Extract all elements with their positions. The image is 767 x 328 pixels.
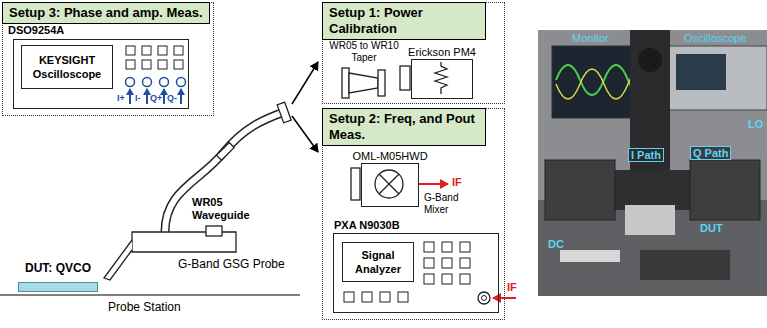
part-name: G-Band Mixer bbox=[424, 192, 474, 216]
port-name: Q- bbox=[167, 93, 177, 103]
oscilloscope-box: KEYSIGHT Oscilloscope bbox=[13, 39, 189, 109]
device-label: DUT: QVCO bbox=[25, 261, 91, 275]
instrument-name: OML-M05HWD bbox=[352, 150, 427, 162]
photo-label: Oscilloscope bbox=[684, 32, 746, 44]
part-name: WR05 to WR10 Taper bbox=[328, 40, 400, 64]
photo-label: Q Path bbox=[690, 146, 731, 160]
model-number: DSO9254A bbox=[8, 24, 64, 36]
part-name: WR05 Waveguide bbox=[192, 196, 254, 222]
instrument-screen: Signal Analyzer bbox=[342, 242, 414, 282]
part-name: Probe Station bbox=[108, 300, 181, 314]
photo-label: DC bbox=[548, 238, 564, 250]
setup-panel: Setup 1: Power CalibrationErickson PM4 bbox=[322, 2, 505, 104]
signal-name: IF bbox=[507, 281, 517, 293]
port-name: I+ bbox=[117, 93, 125, 103]
port-name: Q+ bbox=[150, 93, 162, 103]
panel-header: Setup 1: Power Calibration bbox=[322, 2, 486, 40]
instrument-name: PXA N9030B bbox=[334, 219, 400, 231]
panel-header: Setup 3: Phase and amp. Meas. bbox=[2, 2, 210, 24]
mixer-box: OML-M05HWD bbox=[361, 163, 419, 207]
photo-label: I Path bbox=[628, 148, 664, 162]
part-name: G-Band GSG Probe bbox=[178, 257, 285, 271]
instrument-screen: KEYSIGHT Oscilloscope bbox=[21, 45, 113, 89]
setup-panel: Setup 2: Freq, and Pout Meas. OML-M05HWD P… bbox=[322, 108, 505, 320]
port-name: I- bbox=[135, 93, 141, 103]
power-meter-box: Erickson PM4 bbox=[411, 59, 473, 99]
setup-panel: Setup 3: Phase and amp. Meas. KEYSIGHT Os… bbox=[2, 2, 214, 116]
signal-name: IF bbox=[452, 176, 462, 188]
photo-label: Monitor bbox=[572, 32, 609, 44]
dut-chip: DUT: QVCO bbox=[18, 282, 98, 292]
panel-header: Setup 2: Freq, and Pout Meas. bbox=[322, 108, 486, 146]
signal-analyzer-box: PXA N9030BSignal Analyzer bbox=[333, 233, 499, 313]
instrument-name: Erickson PM4 bbox=[408, 46, 476, 58]
photo-label: LO bbox=[748, 118, 763, 130]
photo-label: DUT bbox=[700, 222, 723, 234]
